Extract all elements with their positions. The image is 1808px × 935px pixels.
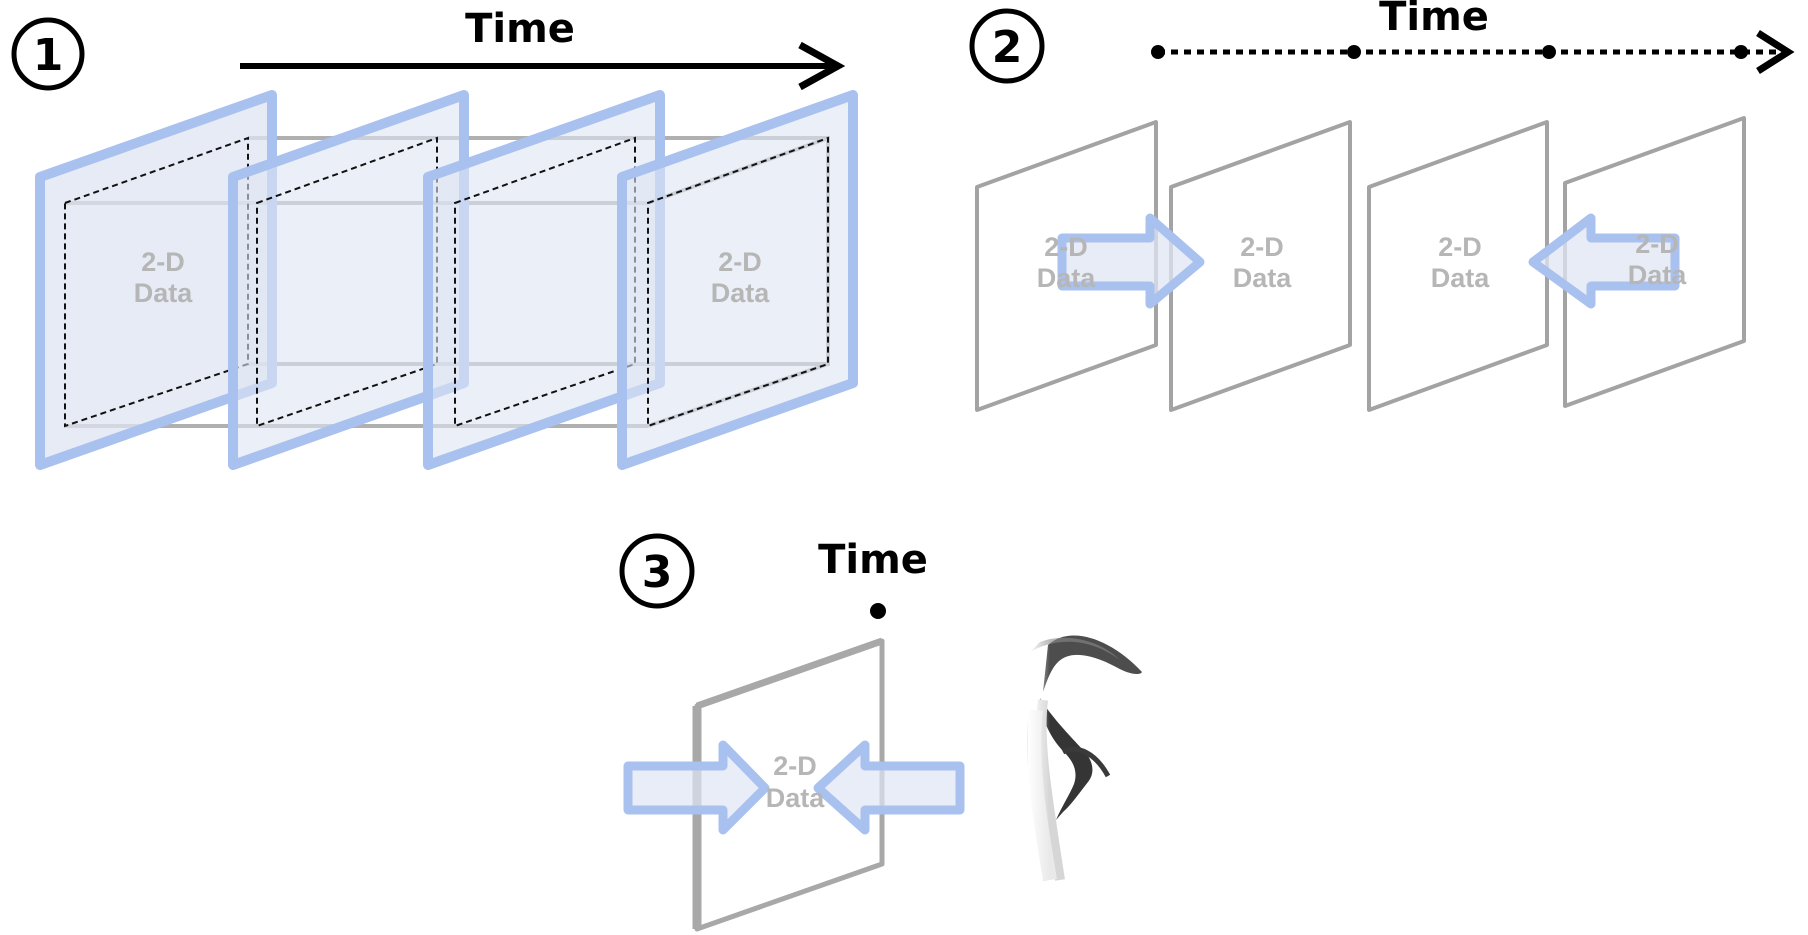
panel-1-time-label: Time [465,6,575,52]
panel-2-time-point-3 [1542,45,1556,59]
panel-2-frame-4-label-line1: 2-D [1635,229,1679,259]
panel-3-time-label: Time [818,537,928,583]
panel-1-frame-4 [617,90,858,470]
arrow-right-icon [623,740,770,835]
panel-1-frame-1-label-line1: 2-D [141,247,185,277]
panel-2-frame-1-label-line1: 2-D [1044,232,1088,262]
panel-1-number-badge: 1 [11,17,85,91]
panel-1-time-arrow [240,41,846,91]
panel-2-frame-2-label-line2: Data [1233,263,1293,293]
panel-3-number-badge: 3 [619,533,695,609]
panel-2-frame-3-label-line2: Data [1431,263,1491,293]
panel-2-frame-2 [1169,120,1352,412]
panel-3-frame-label-line1: 2-D [773,751,817,781]
arrow-left-icon [813,740,965,835]
panel-2-time-point-1 [1151,45,1165,59]
panel-2: 2 Time 2-D Data 2-D Data 2-D Data [969,0,1795,412]
arrow-left-icon [1528,213,1680,309]
panel-1-frame-1-label-line2: Data [134,278,194,308]
panel-1-frame-4-label-line1: 2-D [718,247,762,277]
panel-2-frame-3 [1367,120,1549,412]
panel-2-frame-2-label-line1: 2-D [1240,232,1284,262]
panel-2-time-arrow [1151,30,1795,74]
panel-2-number-badge: 2 [969,8,1045,84]
panel-2-time-label: Time [1379,0,1489,40]
panel-2-frame-1-label-line2: Data [1037,263,1097,293]
panel-3: 3 Time 2-D Data [619,533,1142,932]
panel-3-frame-label-line2: Data [766,783,826,813]
arrow-right-icon [1057,213,1205,309]
panel-2-time-point-2 [1347,45,1361,59]
panel-1-number: 1 [33,30,64,81]
panel-2-frame-4-label-line2: Data [1628,260,1688,290]
panel-2-frame-3-label-line1: 2-D [1438,232,1482,262]
panel-3-time-point [870,603,886,619]
panel-3-number: 3 [642,547,673,598]
panel-1: 1 Time 2 [11,6,858,470]
eye-icon [1027,635,1142,882]
panel-1-frame-4-label-line2: Data [711,278,771,308]
panel-3-frame [692,637,885,932]
panel-2-time-point-4 [1734,45,1748,59]
panel-2-number: 2 [992,22,1023,73]
